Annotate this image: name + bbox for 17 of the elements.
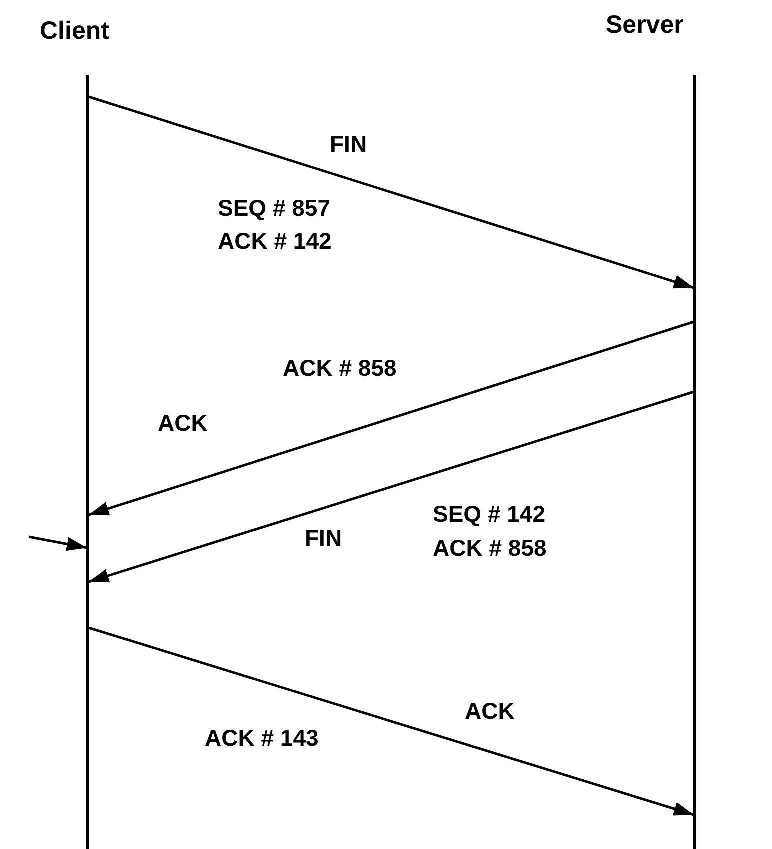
message-arrow — [28, 536, 88, 552]
edge-label: FIN — [305, 525, 342, 553]
edge-label: ACK — [158, 410, 208, 438]
message-arrow — [88, 320, 694, 516]
edge-label: FIN — [330, 131, 368, 159]
message-arrow — [88, 390, 694, 584]
edge-label: ACK — [465, 698, 515, 726]
segment-field-label: ACK # 143 — [205, 725, 319, 753]
message-arrow — [88, 96, 694, 290]
segment-field-label: ACK # 858 — [283, 355, 397, 383]
segment-field-label: SEQ # 142 — [433, 501, 546, 529]
participant-label: Client — [40, 16, 110, 46]
participant-label: Server — [606, 10, 684, 40]
message-arrow — [88, 626, 694, 816]
segment-field-label: SEQ # 857 — [218, 195, 331, 223]
segment-field-label: ACK # 858 — [433, 535, 547, 563]
segment-field-label: ACK # 142 — [218, 228, 332, 256]
